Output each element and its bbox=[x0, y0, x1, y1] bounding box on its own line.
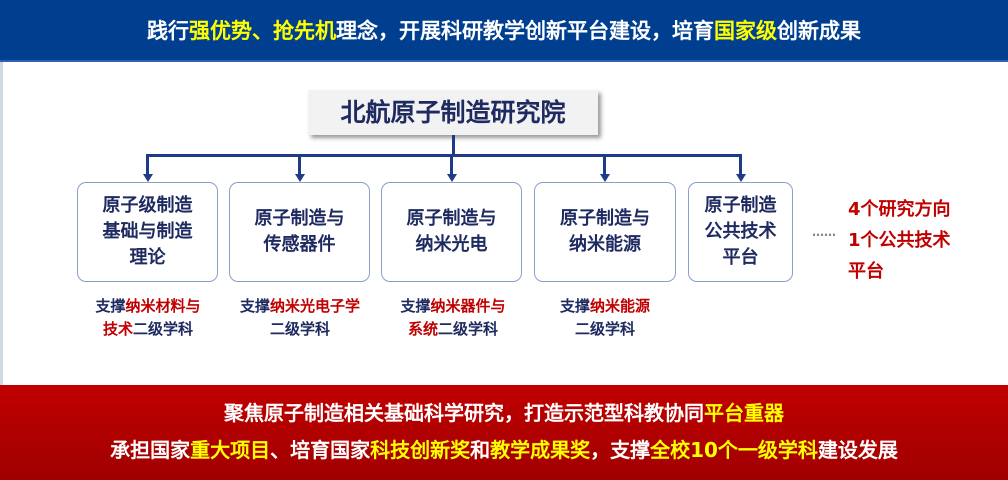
connector-branch bbox=[603, 154, 606, 175]
platform-box: 原子制造 公共技术 平台 bbox=[688, 182, 793, 282]
direction-box: 原子制造与 纳米能源 bbox=[534, 182, 676, 282]
arrow-down-icon bbox=[143, 174, 153, 182]
footer-line-2: 承担国家重大项目、培育国家科技创新奖和教学成果奖，支撑全校10个一级学科建设发展 bbox=[110, 438, 898, 462]
header-highlight: 强优势、抢先机 bbox=[189, 19, 336, 43]
connector-branch bbox=[450, 154, 453, 175]
header-text: 创新成果 bbox=[777, 19, 861, 43]
connector-branch bbox=[298, 154, 301, 175]
header-highlight: 国家级 bbox=[714, 19, 777, 43]
connector-branch bbox=[146, 154, 149, 175]
header-banner: 践行强优势、抢先机理念，开展科研教学创新平台建设，培育国家级创新成果 bbox=[0, 0, 1008, 62]
footer-line-1: 聚焦原子制造相关基础科学研究，打造示范型科教协同平台重器 bbox=[224, 401, 784, 425]
summary-note: 4个研究方向 1个公共技术 平台 bbox=[848, 199, 951, 282]
support-text: 支撑纳米能源二级学科 bbox=[559, 297, 651, 338]
direction-box: 原子制造与 传感器件 bbox=[229, 182, 370, 282]
side-border bbox=[0, 62, 3, 385]
support-text: 支撑纳米器件与系统二级学科 bbox=[400, 297, 506, 338]
support-text: 支撑纳米光电子学二级学科 bbox=[239, 297, 361, 338]
connector-branch bbox=[739, 154, 742, 175]
connector-bar bbox=[146, 154, 742, 157]
arrow-down-icon bbox=[736, 174, 746, 182]
institute-title: 北航原子制造研究院 bbox=[308, 90, 598, 135]
arrow-down-icon bbox=[295, 174, 305, 182]
arrow-down-icon bbox=[600, 174, 610, 182]
ellipsis: …… bbox=[812, 225, 836, 239]
header-text: 践行 bbox=[147, 19, 189, 43]
header-text: 理念，开展科研教学创新平台建设，培育 bbox=[336, 19, 714, 43]
footer-banner: 聚焦原子制造相关基础科学研究，打造示范型科教协同平台重器 承担国家重大项目、培育… bbox=[0, 385, 1008, 480]
direction-box: 原子制造与 纳米光电 bbox=[381, 182, 522, 282]
connector-trunk bbox=[452, 135, 455, 156]
arrow-down-icon bbox=[447, 174, 457, 182]
support-text: 支撑纳米材料与技术二级学科 bbox=[95, 297, 201, 338]
direction-box: 原子级制造 基础与制造 理论 bbox=[77, 182, 218, 282]
